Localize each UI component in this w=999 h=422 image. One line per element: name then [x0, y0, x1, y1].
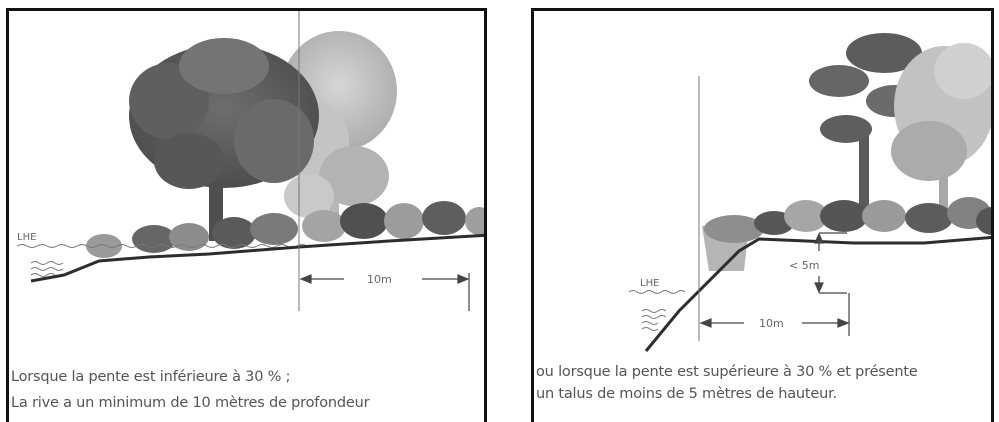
caption-line-2: La rive a un minimum de 10 mètres de pro…: [11, 395, 370, 411]
steep-slope-diagram: LHE < 5m 10m: [628, 33, 991, 352]
ground-profile: [30, 233, 484, 283]
steep-slope-caption: ou lorsque la pente est supérieure à 30 …: [536, 361, 918, 405]
height-dimension: [814, 232, 847, 294]
steep-slope-panel: LHE < 5m 10m ou lorsque la pente est sup…: [531, 8, 994, 422]
bank-vegetation: [702, 197, 991, 271]
caption-line-1: Lorsque la pente est inférieure à 30 % ;: [11, 369, 291, 385]
light-tree: [891, 43, 991, 221]
bank-profile: [644, 235, 991, 352]
water-level-label: LHE: [640, 278, 659, 289]
water-level-line: [16, 244, 308, 277]
distance-label: 10m: [759, 317, 784, 330]
gentle-slope-caption: Lorsque la pente est inférieure à 30 % ;…: [11, 364, 370, 416]
main-tree: [129, 38, 319, 241]
pine-tree: [809, 33, 922, 221]
water-level-line: [628, 290, 686, 331]
caption-line-1: ou lorsque la pente est supérieure à 30 …: [536, 364, 918, 380]
gentle-slope-panel: LHE 10m Lorsque la pente est inférieure …: [6, 8, 487, 422]
gentle-slope-diagram: LHE 10m: [16, 11, 484, 311]
shrubs: [86, 201, 484, 258]
water-level-label: LHE: [17, 232, 36, 243]
distance-dimension: [299, 273, 470, 311]
distance-label: 10m: [367, 273, 392, 286]
height-label: < 5m: [789, 259, 819, 272]
caption-line-2: un talus de moins de 5 mètres de hauteur…: [536, 386, 837, 402]
distance-dimension: [699, 293, 850, 336]
